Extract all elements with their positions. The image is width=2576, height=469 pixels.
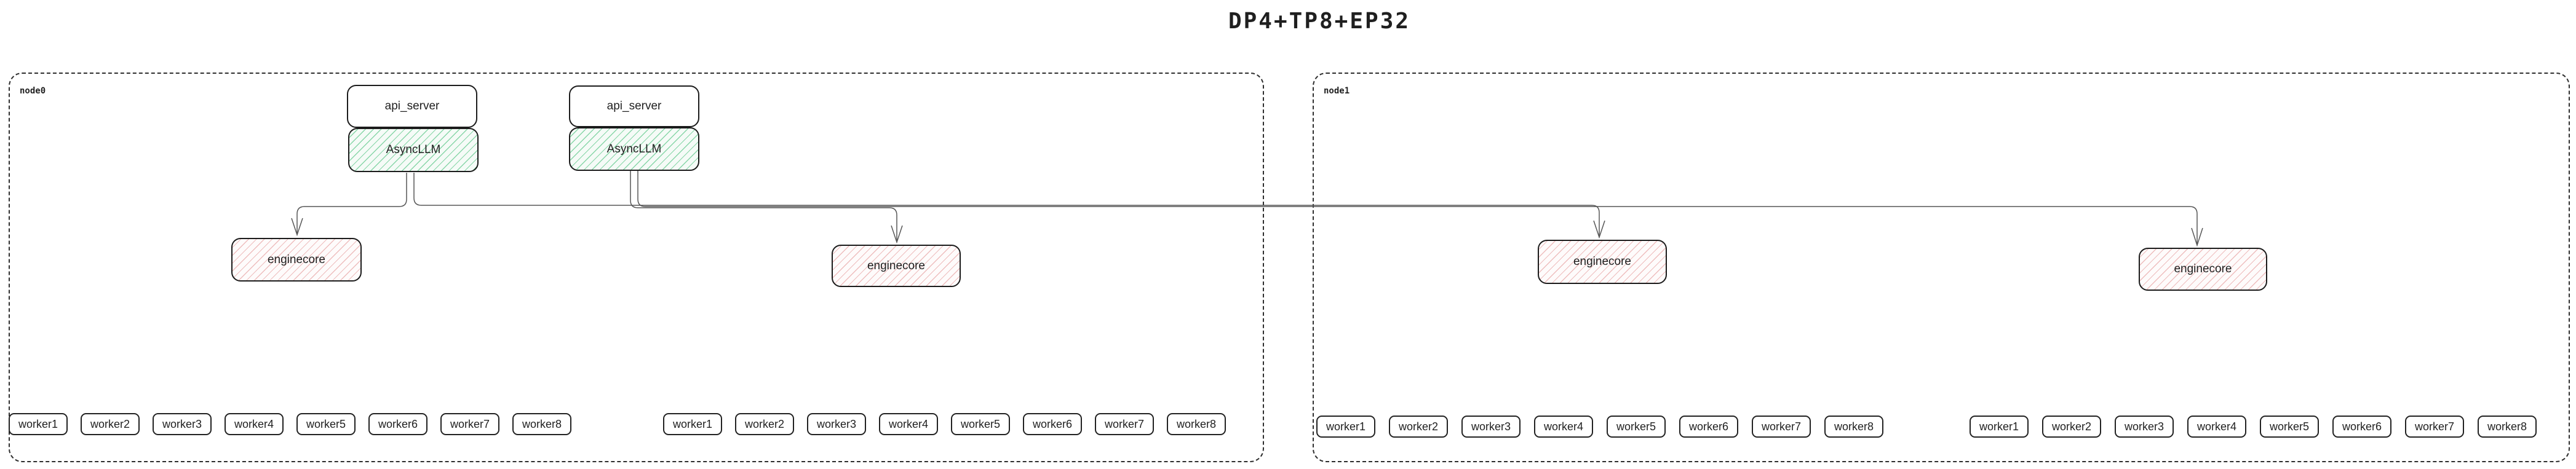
diagram-title: DP4+TP8+EP32 [1228,9,1411,34]
worker-box: worker8 [1167,413,1226,435]
enginecore-box-1: enginecore [231,238,362,282]
worker-box: worker5 [951,413,1010,435]
enginecore-box-4: enginecore [2139,248,2267,291]
worker-box: worker6 [2332,416,2391,438]
worker-group-1: worker1 worker2 worker3 worker4 worker5 … [9,413,571,435]
worker-group-3: worker1 worker2 worker3 worker4 worker5 … [1316,416,1883,438]
worker-box: worker8 [2478,416,2537,438]
worker-box: worker3 [1461,416,1521,438]
worker-box: worker1 [9,413,68,435]
asyncllm-box-1: AsyncLLM [348,128,479,172]
api-server-box-1: api_server [347,85,477,128]
worker-box: worker1 [663,413,722,435]
worker-box: worker2 [2042,416,2101,438]
worker-box: worker6 [1679,416,1738,438]
worker-box: worker6 [368,413,427,435]
worker-box: worker2 [81,413,140,435]
worker-box: worker4 [879,413,938,435]
worker-box: worker5 [2260,416,2319,438]
worker-box: worker7 [2405,416,2464,438]
worker-group-2: worker1 worker2 worker3 worker4 worker5 … [663,413,1226,435]
worker-box: worker4 [225,413,284,435]
worker-box: worker5 [296,413,356,435]
node1-container: node1 [1313,73,2570,462]
worker-box: worker3 [153,413,212,435]
worker-box: worker4 [1534,416,1593,438]
worker-box: worker3 [807,413,866,435]
worker-box: worker5 [1607,416,1666,438]
enginecore-box-3: enginecore [1538,240,1667,284]
worker-box: worker3 [2115,416,2174,438]
enginecore-box-2: enginecore [832,245,961,287]
node1-label: node1 [1324,86,1350,96]
worker-box: worker7 [1752,416,1811,438]
worker-box: worker1 [1316,416,1375,438]
worker-box: worker4 [2187,416,2246,438]
worker-box: worker2 [735,413,794,435]
worker-box: worker1 [1970,416,2029,438]
node0-container: node0 [9,73,1264,462]
worker-box: worker6 [1023,413,1082,435]
api-server-box-2: api_server [569,85,699,127]
worker-box: worker8 [1824,416,1883,438]
node0-label: node0 [20,86,46,96]
worker-box: worker8 [512,413,571,435]
worker-box: worker2 [1389,416,1448,438]
asyncllm-box-2: AsyncLLM [569,127,699,171]
worker-box: worker7 [440,413,499,435]
worker-box: worker7 [1095,413,1154,435]
worker-group-4: worker1 worker2 worker3 worker4 worker5 … [1970,416,2537,438]
